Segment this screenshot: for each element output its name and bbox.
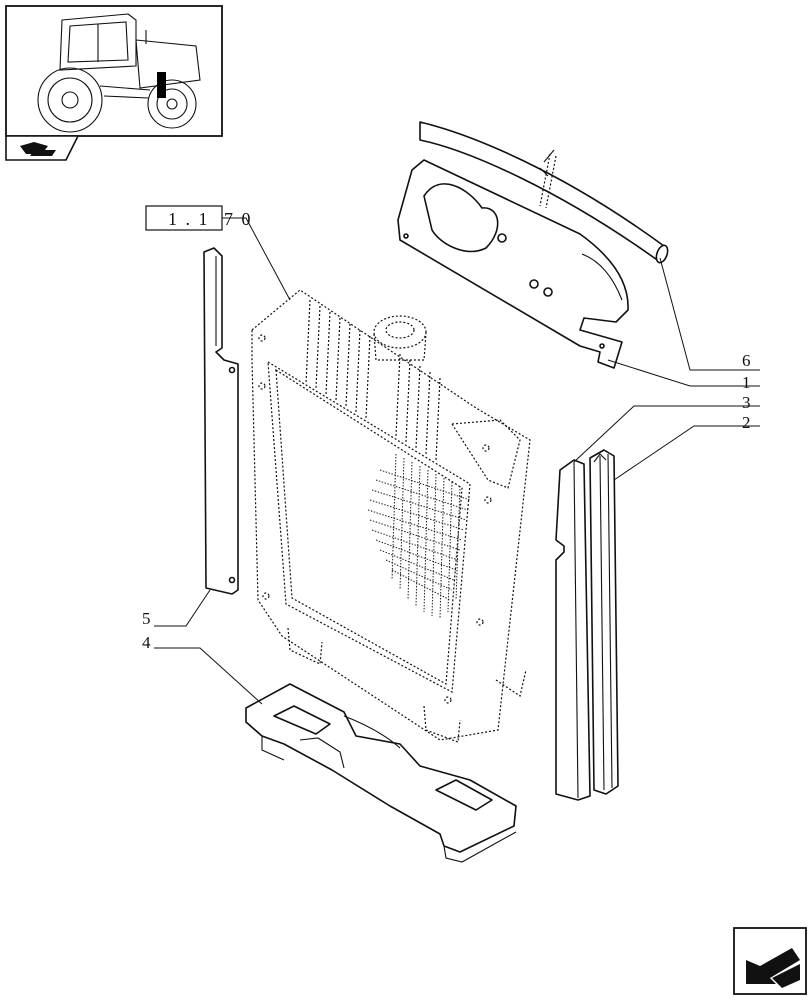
callout-2[interactable]: 2: [742, 413, 751, 432]
radiator-highlight-marker: [157, 72, 166, 98]
reference-suffix: 7 0: [224, 209, 253, 229]
next-page-arrow-icon[interactable]: [733, 927, 807, 995]
seal-strip-part-5: [203, 247, 239, 595]
seal-plate-part-1: [397, 159, 629, 369]
radiator-core-mesh: [367, 453, 471, 619]
callout-6[interactable]: 6: [742, 351, 751, 370]
seal-strip-part-3: [555, 459, 591, 801]
leader-lines: [154, 217, 760, 705]
support-cradle-part-4: [245, 683, 517, 863]
reference-prefix: 1 . 1: [168, 209, 210, 229]
section-page-icon[interactable]: [5, 135, 80, 161]
seal-strip-part-2: [589, 449, 619, 795]
tractor-thumbnail-icon[interactable]: [5, 5, 223, 137]
hose-part-6: [419, 121, 669, 264]
callout-4[interactable]: 4: [142, 633, 151, 652]
callout-1[interactable]: 1: [742, 373, 751, 392]
reference-box[interactable]: 1 . 1 7 0: [145, 205, 253, 231]
callout-5[interactable]: 5: [142, 609, 151, 628]
callout-3[interactable]: 3: [742, 393, 751, 412]
radiator-assembly: [251, 289, 531, 743]
